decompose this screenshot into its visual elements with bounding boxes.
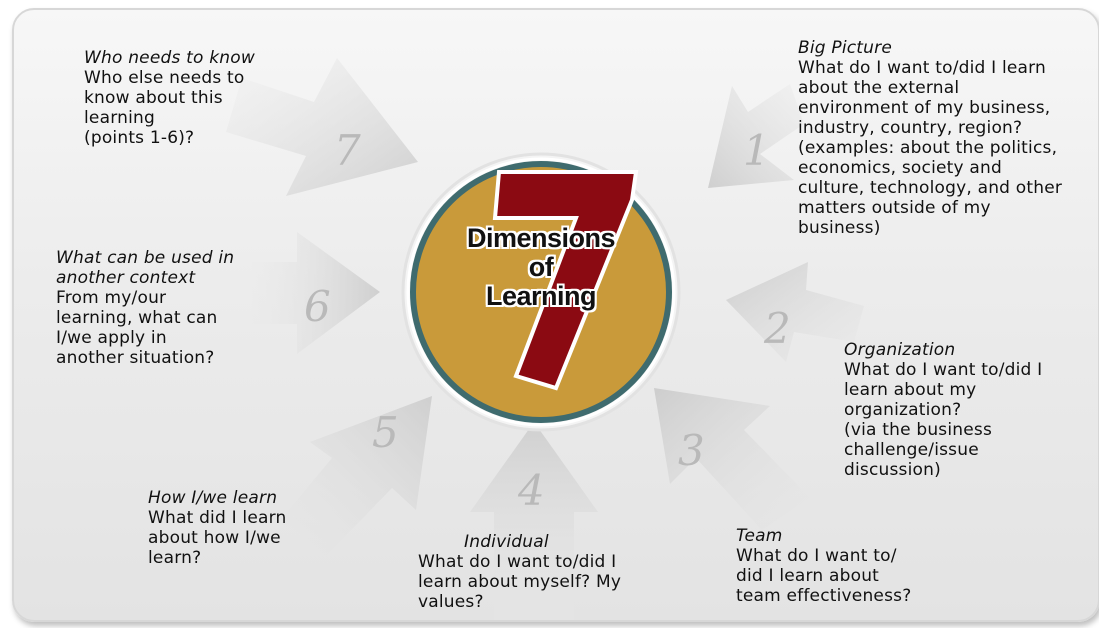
arrow-7 <box>226 58 418 196</box>
label-body: What do I want to/did I learn about myse… <box>418 552 622 612</box>
label-body: From my/our learning, what can I/we appl… <box>56 288 218 368</box>
arrow-number-3: 3 <box>678 426 705 475</box>
label-body: What do I want to/did I learn about the … <box>798 58 1063 238</box>
arrow-number-7: 7 <box>334 126 361 175</box>
label-heading: Team <box>736 526 783 546</box>
arrow-1 <box>708 84 804 188</box>
label-heading: What can be used in another context <box>56 248 235 288</box>
arrow-2 <box>726 262 864 362</box>
label-team: Team What do I want to/ did I learn abou… <box>736 526 956 606</box>
center-title-line1: Dimensions <box>466 223 616 253</box>
label-body: What do I want to/ did I learn about tea… <box>736 546 912 606</box>
arrow-5 <box>272 396 432 556</box>
center-title-line2: of <box>528 252 554 282</box>
arrow-6 <box>252 232 380 354</box>
center-title: Dimensions of Learning <box>438 224 644 311</box>
label-heading: How I/we learn <box>148 488 278 508</box>
numeral-seven <box>492 170 639 391</box>
center-emblem <box>401 152 681 432</box>
label-organization: Organization What do I want to/did I lea… <box>844 340 1094 480</box>
arrow-number-4: 4 <box>518 466 545 515</box>
arrow-3 <box>654 388 810 530</box>
label-heading: Big Picture <box>798 38 892 58</box>
diagram-frame: 1 2 3 4 5 6 7 Dimensions of Learning Big… <box>12 8 1099 622</box>
label-body: Who else needs to know about this learni… <box>84 68 245 148</box>
arrow-4 <box>470 422 598 620</box>
label-other-context: What can be used in another context From… <box>56 248 286 368</box>
label-who-needs-to-know: Who needs to know Who else needs to know… <box>84 48 314 148</box>
arrow-number-2: 2 <box>764 304 791 353</box>
arrow-number-1: 1 <box>743 126 770 175</box>
label-big-picture: Big Picture What do I want to/did I lear… <box>798 38 1098 238</box>
arrow-number-5: 5 <box>372 408 399 457</box>
arrow-number-6: 6 <box>304 282 331 331</box>
label-how-we-learn: How I/we learn What did I learn about ho… <box>148 488 348 568</box>
label-heading: Organization <box>844 340 956 360</box>
label-heading: Who needs to know <box>84 48 255 68</box>
center-title-line3: Learning <box>485 281 597 311</box>
label-heading: Individual <box>464 532 549 552</box>
label-body: What did I learn about how I/we learn? <box>148 508 287 568</box>
label-body: What do I want to/did I learn about my o… <box>844 360 1043 480</box>
label-individual: Individual What do I want to/did I learn… <box>418 532 688 612</box>
arrows-layer <box>226 58 864 620</box>
